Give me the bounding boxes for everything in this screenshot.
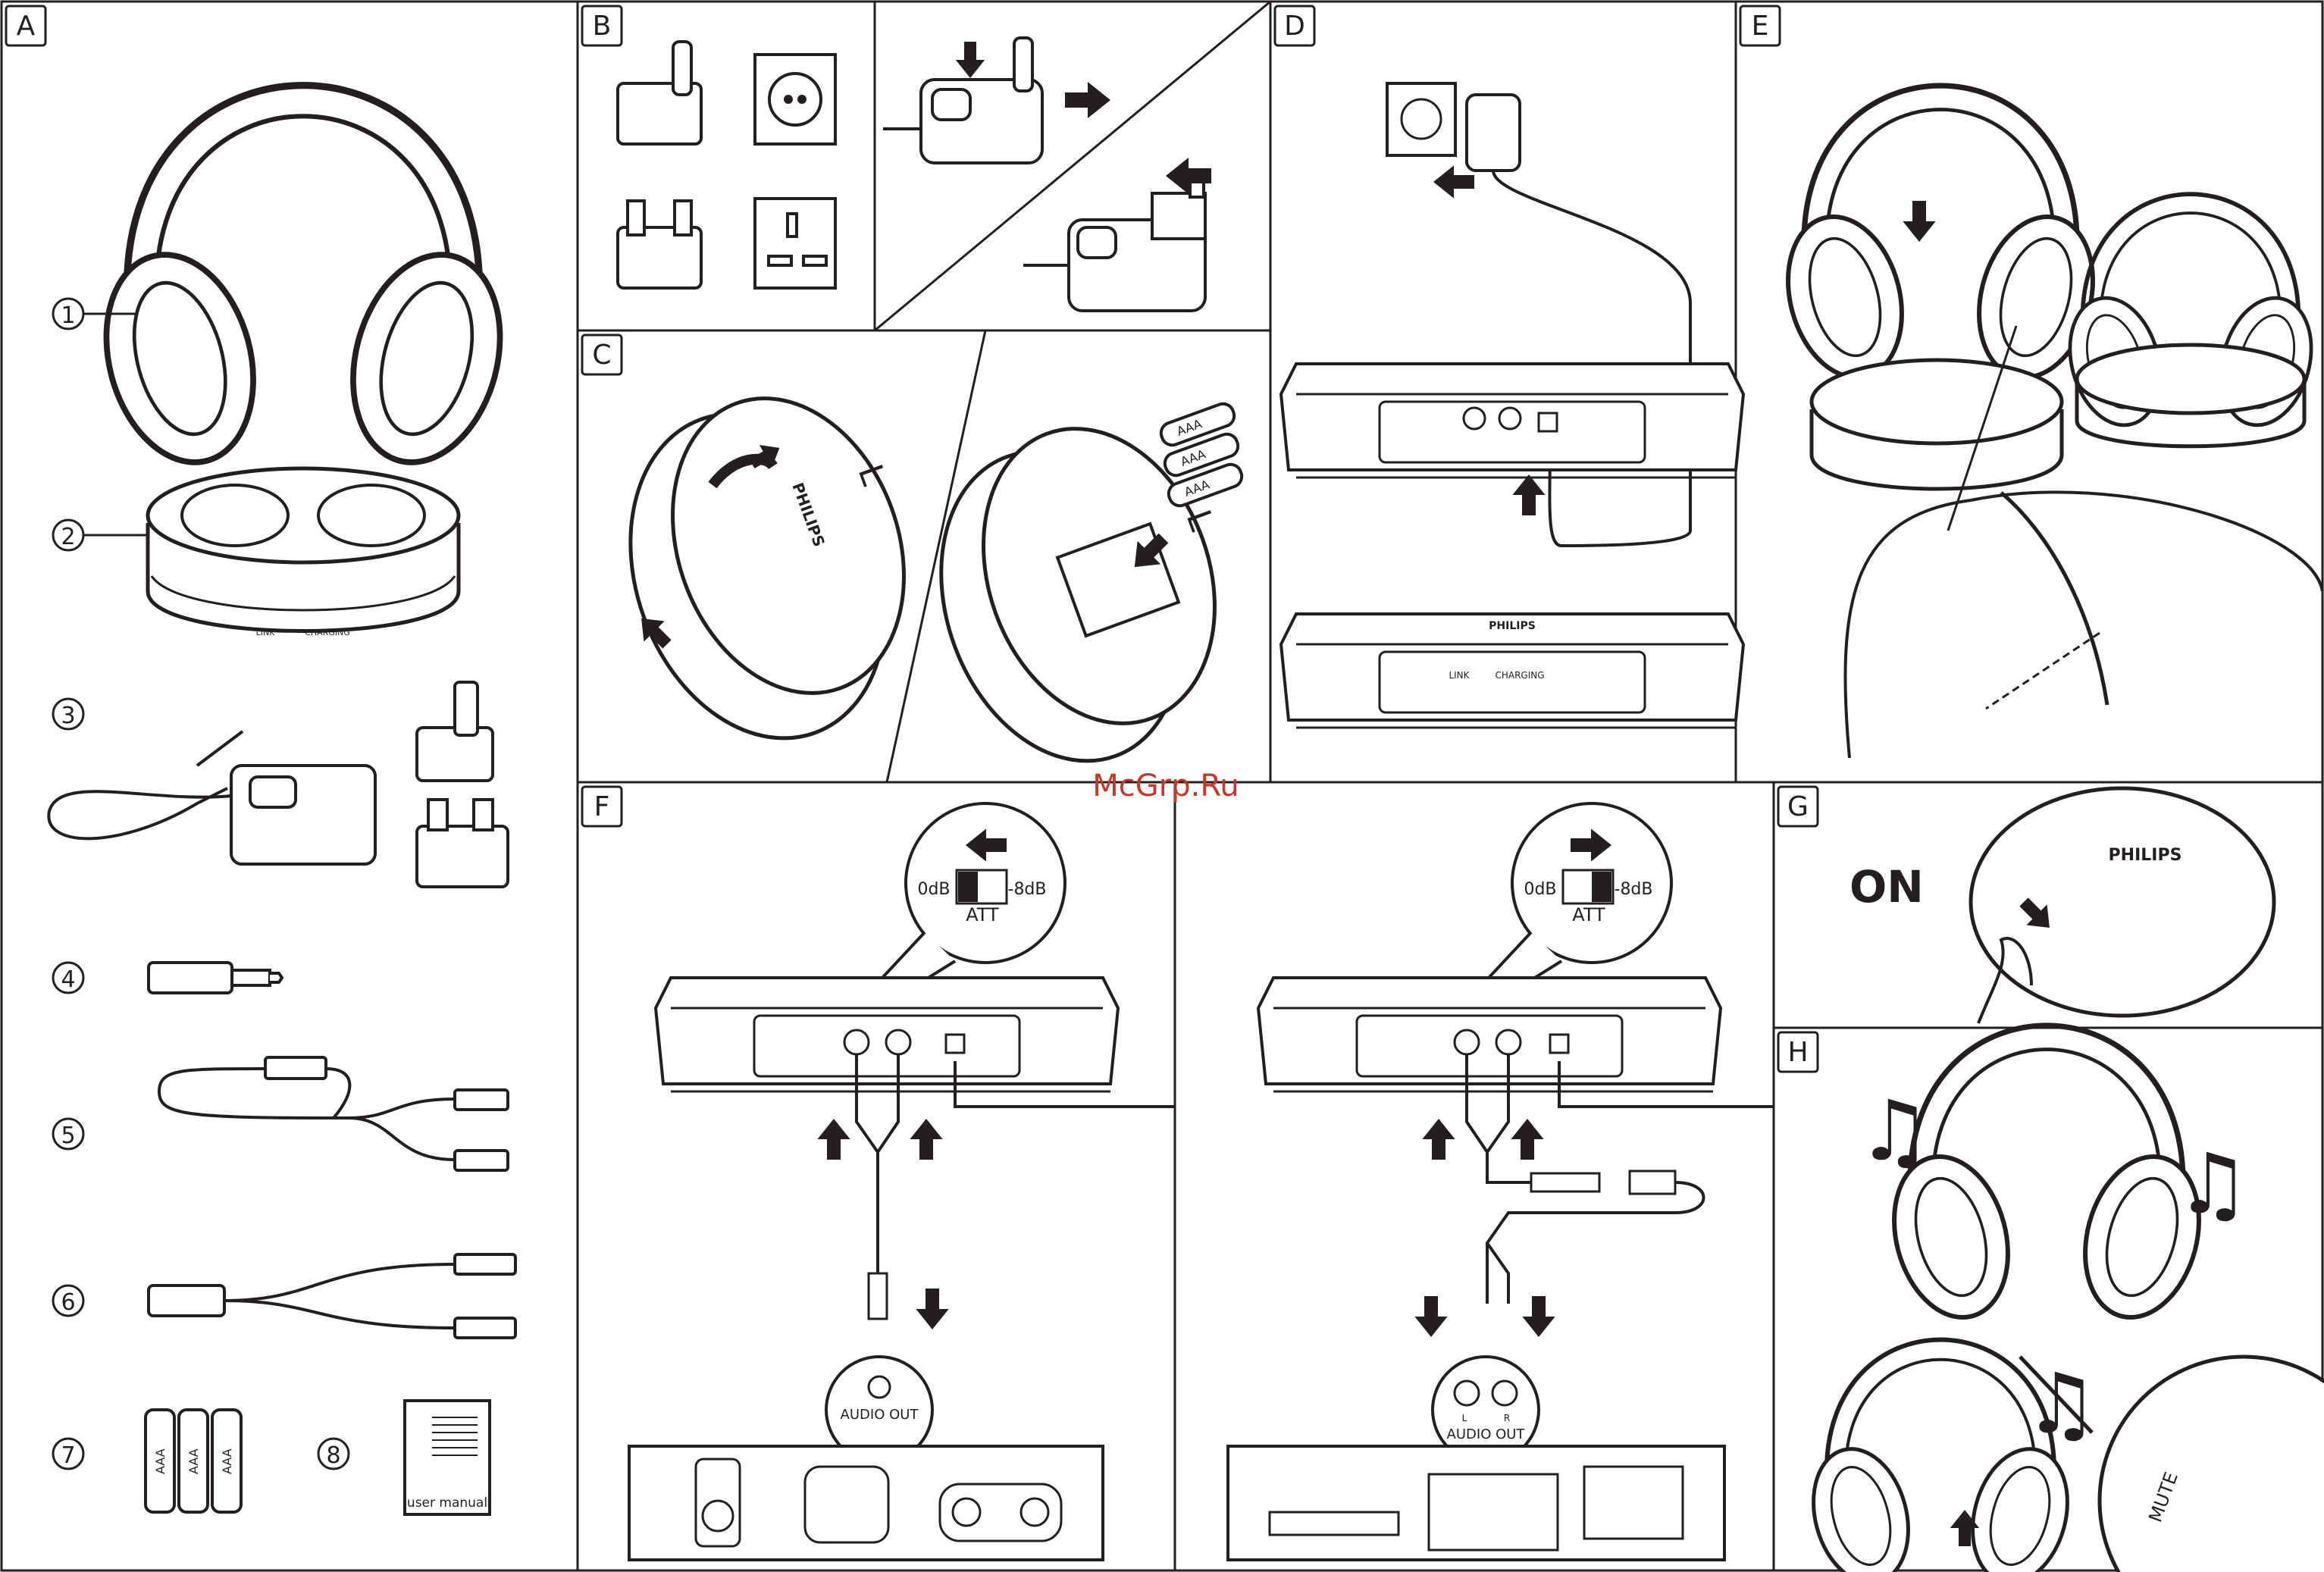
power-adapter-drawing <box>49 682 508 887</box>
headphones-drawing <box>84 86 521 479</box>
panel-tag-b: B <box>593 11 612 42</box>
item-number-3: 3 <box>61 703 75 729</box>
jack-adapter-drawing <box>149 963 282 993</box>
item-number-5: 5 <box>61 1123 75 1149</box>
audio-out-label-f2: AUDIO OUT <box>1447 1426 1526 1442</box>
att-label-f: ATT <box>966 904 999 925</box>
earcup-brand-g: PHILIPS <box>2109 846 2182 865</box>
transmitter-link-label: LINK <box>1449 670 1470 681</box>
charging-base-drawing: LINK CHARGING <box>148 468 459 637</box>
transmitter-charging-label: CHARGING <box>1495 670 1544 681</box>
panel-tag-g: G <box>1787 791 1809 822</box>
panel-tag-d: D <box>1284 11 1305 42</box>
att-right-label-f: -8dB <box>1008 880 1047 899</box>
on-label: ON <box>1849 861 1924 913</box>
panel-tag-e: E <box>1752 11 1769 42</box>
att-left-label-f2: 0dB <box>1524 880 1556 899</box>
channel-r-label: R <box>1504 1413 1510 1423</box>
battery-label-3: AAA <box>220 1448 234 1474</box>
base-link-label: LINK <box>256 628 276 637</box>
item-number-7: 7 <box>61 1442 75 1469</box>
panel-f-contents: 0dB -8dB ATT AUDIO OUT <box>629 803 1175 1560</box>
manual-label: user manual <box>407 1495 487 1511</box>
panel-b-contents <box>618 38 1205 311</box>
panel-f2-contents: 0dB -8dB ATT L R AUDIO OUT <box>1228 803 1774 1560</box>
rca-cable-drawing <box>159 1057 508 1170</box>
panel-tag-f: F <box>594 791 610 822</box>
audio-out-label-f: AUDIO OUT <box>841 1407 919 1423</box>
att-left-label-f: 0dB <box>917 880 950 899</box>
att-right-label-f2: -8dB <box>1615 880 1653 899</box>
music-note-muted: ♫ <box>2024 1355 2099 1452</box>
watermark: McGrp.Ru <box>1092 769 1239 803</box>
item-number-2: 2 <box>61 524 75 550</box>
battery-label-1: AAA <box>153 1448 168 1474</box>
att-label-f2: ATT <box>1572 904 1605 925</box>
item-number-1: 1 <box>61 302 75 329</box>
panel-g-contents: ON PHILIPS <box>1849 788 2274 1023</box>
rca-splitter-drawing <box>149 1254 515 1338</box>
panel-tag-a: A <box>17 11 36 42</box>
battery-label-2: AAA <box>186 1448 201 1474</box>
panel-tag-h: H <box>1787 1037 1808 1068</box>
channel-l-label: L <box>1462 1413 1467 1423</box>
item-number-8: 8 <box>326 1442 340 1469</box>
batteries-drawing: AAA AAA AAA <box>146 1410 241 1512</box>
panel-tag-c: C <box>592 340 611 371</box>
music-note-right: ♫ <box>2175 1135 2250 1232</box>
panel-c-contents: PHILIPS L L AAA AAA AAA <box>587 365 1254 794</box>
transmitter-brand-d: PHILIPS <box>1489 620 1536 632</box>
panel-h-contents: ♫ ♫ ♫ MUTE <box>1799 1026 2324 1572</box>
panel-d-contents: PHILIPS LINK CHARGING <box>1281 83 1743 728</box>
panel-a-contents: 1 LINK CHARGING 2 3 <box>49 86 521 1514</box>
panel-e-contents <box>1771 86 2324 758</box>
item-number-6: 6 <box>61 1289 75 1316</box>
user-manual-drawing: user manual <box>405 1401 490 1514</box>
item-number-4: 4 <box>61 966 75 993</box>
base-charging-label: CHARGING <box>305 628 350 637</box>
music-note-left: ♫ <box>1857 1082 1932 1179</box>
